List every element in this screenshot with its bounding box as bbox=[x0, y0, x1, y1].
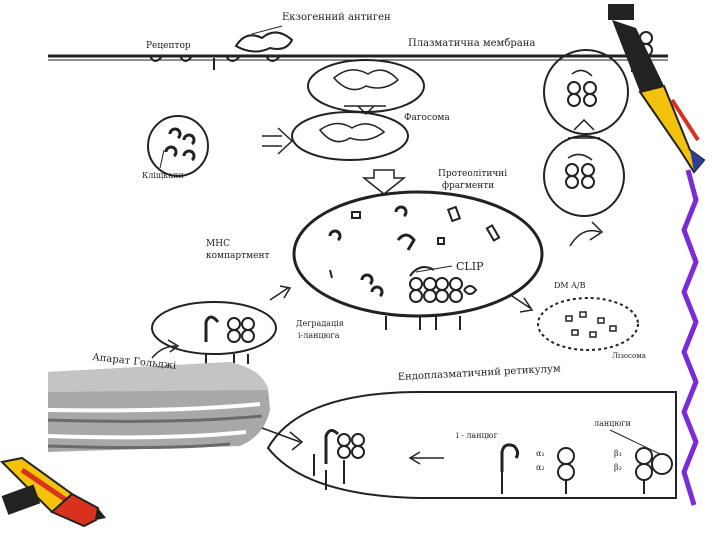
beta1-label: β₁ bbox=[614, 449, 622, 458]
i-chain-label: і - ланцюг bbox=[456, 431, 498, 440]
mhc-compartment: CLIP bbox=[294, 192, 542, 330]
plasma-membrane: Плазматична мембрана bbox=[48, 38, 668, 60]
clip-label: CLIP bbox=[456, 260, 484, 273]
dm-ab-label: DM A/B bbox=[554, 281, 586, 290]
compartment-label: компартмент bbox=[206, 251, 269, 261]
cleavage-vesicle: Кліщкапи bbox=[142, 116, 292, 180]
exogenous-antigen-label: Екзогенний антиген bbox=[282, 12, 391, 23]
arrow-up-to-golgi-vesicle bbox=[152, 340, 178, 358]
receptor-label: Рецептор bbox=[146, 41, 191, 51]
er-label: Ендоплазматичний ретикулум bbox=[398, 363, 562, 383]
cleavage-label: Кліщкапи bbox=[142, 171, 184, 180]
proteolytic-label: Протеолітичні bbox=[438, 169, 507, 179]
endocytic-vesicle bbox=[308, 60, 424, 114]
beta2-label: β₂ bbox=[614, 463, 622, 472]
phagosome-label: Фагосома bbox=[404, 113, 450, 123]
endoplasmic-reticulum: Ендоплазматичний ретикулум і - ланцюг ла… bbox=[262, 363, 676, 498]
degradation-label: Деградація bbox=[296, 319, 344, 328]
chains-label: ланцюги bbox=[594, 419, 631, 428]
mhc-label: МНС bbox=[206, 239, 230, 249]
plasma-membrane-label: Плазматична мембрана bbox=[408, 38, 535, 49]
chain-label: і-ланцюга bbox=[298, 331, 340, 340]
fragments-label: фрагменти bbox=[442, 181, 494, 191]
golgi-apparatus: Апарат Гольджі bbox=[48, 352, 270, 452]
arrow-to-lysosome bbox=[512, 296, 532, 312]
arrow-down-to-compartment bbox=[364, 170, 404, 194]
lysosome: Лізосома bbox=[538, 298, 646, 360]
mhc-transport-vesicle-lower bbox=[544, 136, 624, 216]
alpha2-label: α₂ bbox=[536, 463, 545, 472]
arrow-to-compartment-from-golgi bbox=[270, 286, 290, 300]
alpha1-label: α₁ bbox=[536, 449, 545, 458]
arrow-curved-to-vesicle bbox=[570, 222, 602, 246]
lysosome-label: Лізосома bbox=[612, 352, 646, 360]
pencil-icon-bottom-left bbox=[2, 458, 106, 526]
pencil-icon-top-right bbox=[608, 4, 704, 172]
purple-zigzag-border bbox=[684, 170, 696, 505]
golgi-transport-vesicle bbox=[152, 302, 276, 364]
phagosome: Фагосома bbox=[292, 112, 450, 160]
exogenous-antigen: Екзогенний антиген bbox=[226, 12, 391, 61]
